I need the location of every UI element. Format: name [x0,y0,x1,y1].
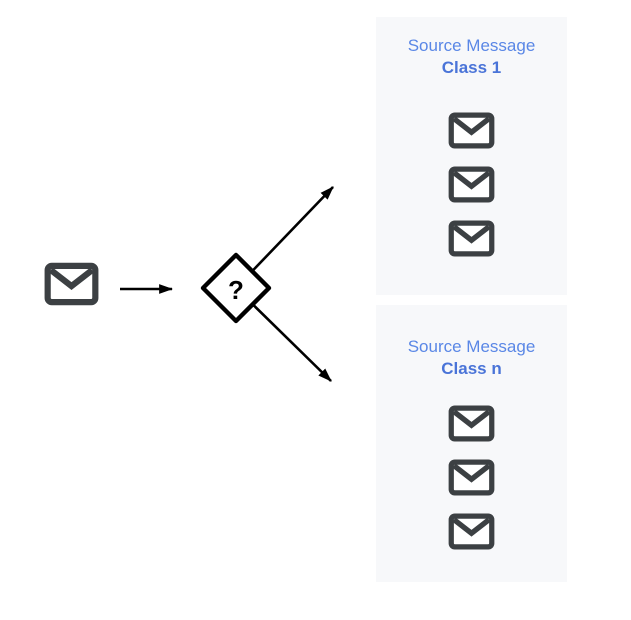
arrow-to-class-1 [235,186,334,289]
group-title: Source Message [407,36,536,55]
group-title: Source Message [407,337,536,356]
mail-icon [448,513,495,550]
mail-icon [448,166,495,203]
group-subtitle: Class n [441,359,502,378]
arrow-to-class-n [235,287,332,382]
group-title-block: Source Message Class 1 [376,35,567,79]
mail-icon [448,459,495,496]
group-title-block: Source Message Class n [376,336,567,380]
source-message-group-class-1: Source Message Class 1 [376,17,567,295]
question-mark-label: ? [228,275,244,305]
message-list [376,405,567,550]
message-list [376,112,567,257]
mail-icon [448,220,495,257]
source-message-group-class-n: Source Message Class n [376,305,567,582]
mail-icon [448,112,495,149]
mail-icon [448,405,495,442]
mail-icon [44,262,99,306]
mail-icon [44,262,99,306]
decision-diamond [200,252,272,324]
group-subtitle: Class 1 [441,58,502,77]
